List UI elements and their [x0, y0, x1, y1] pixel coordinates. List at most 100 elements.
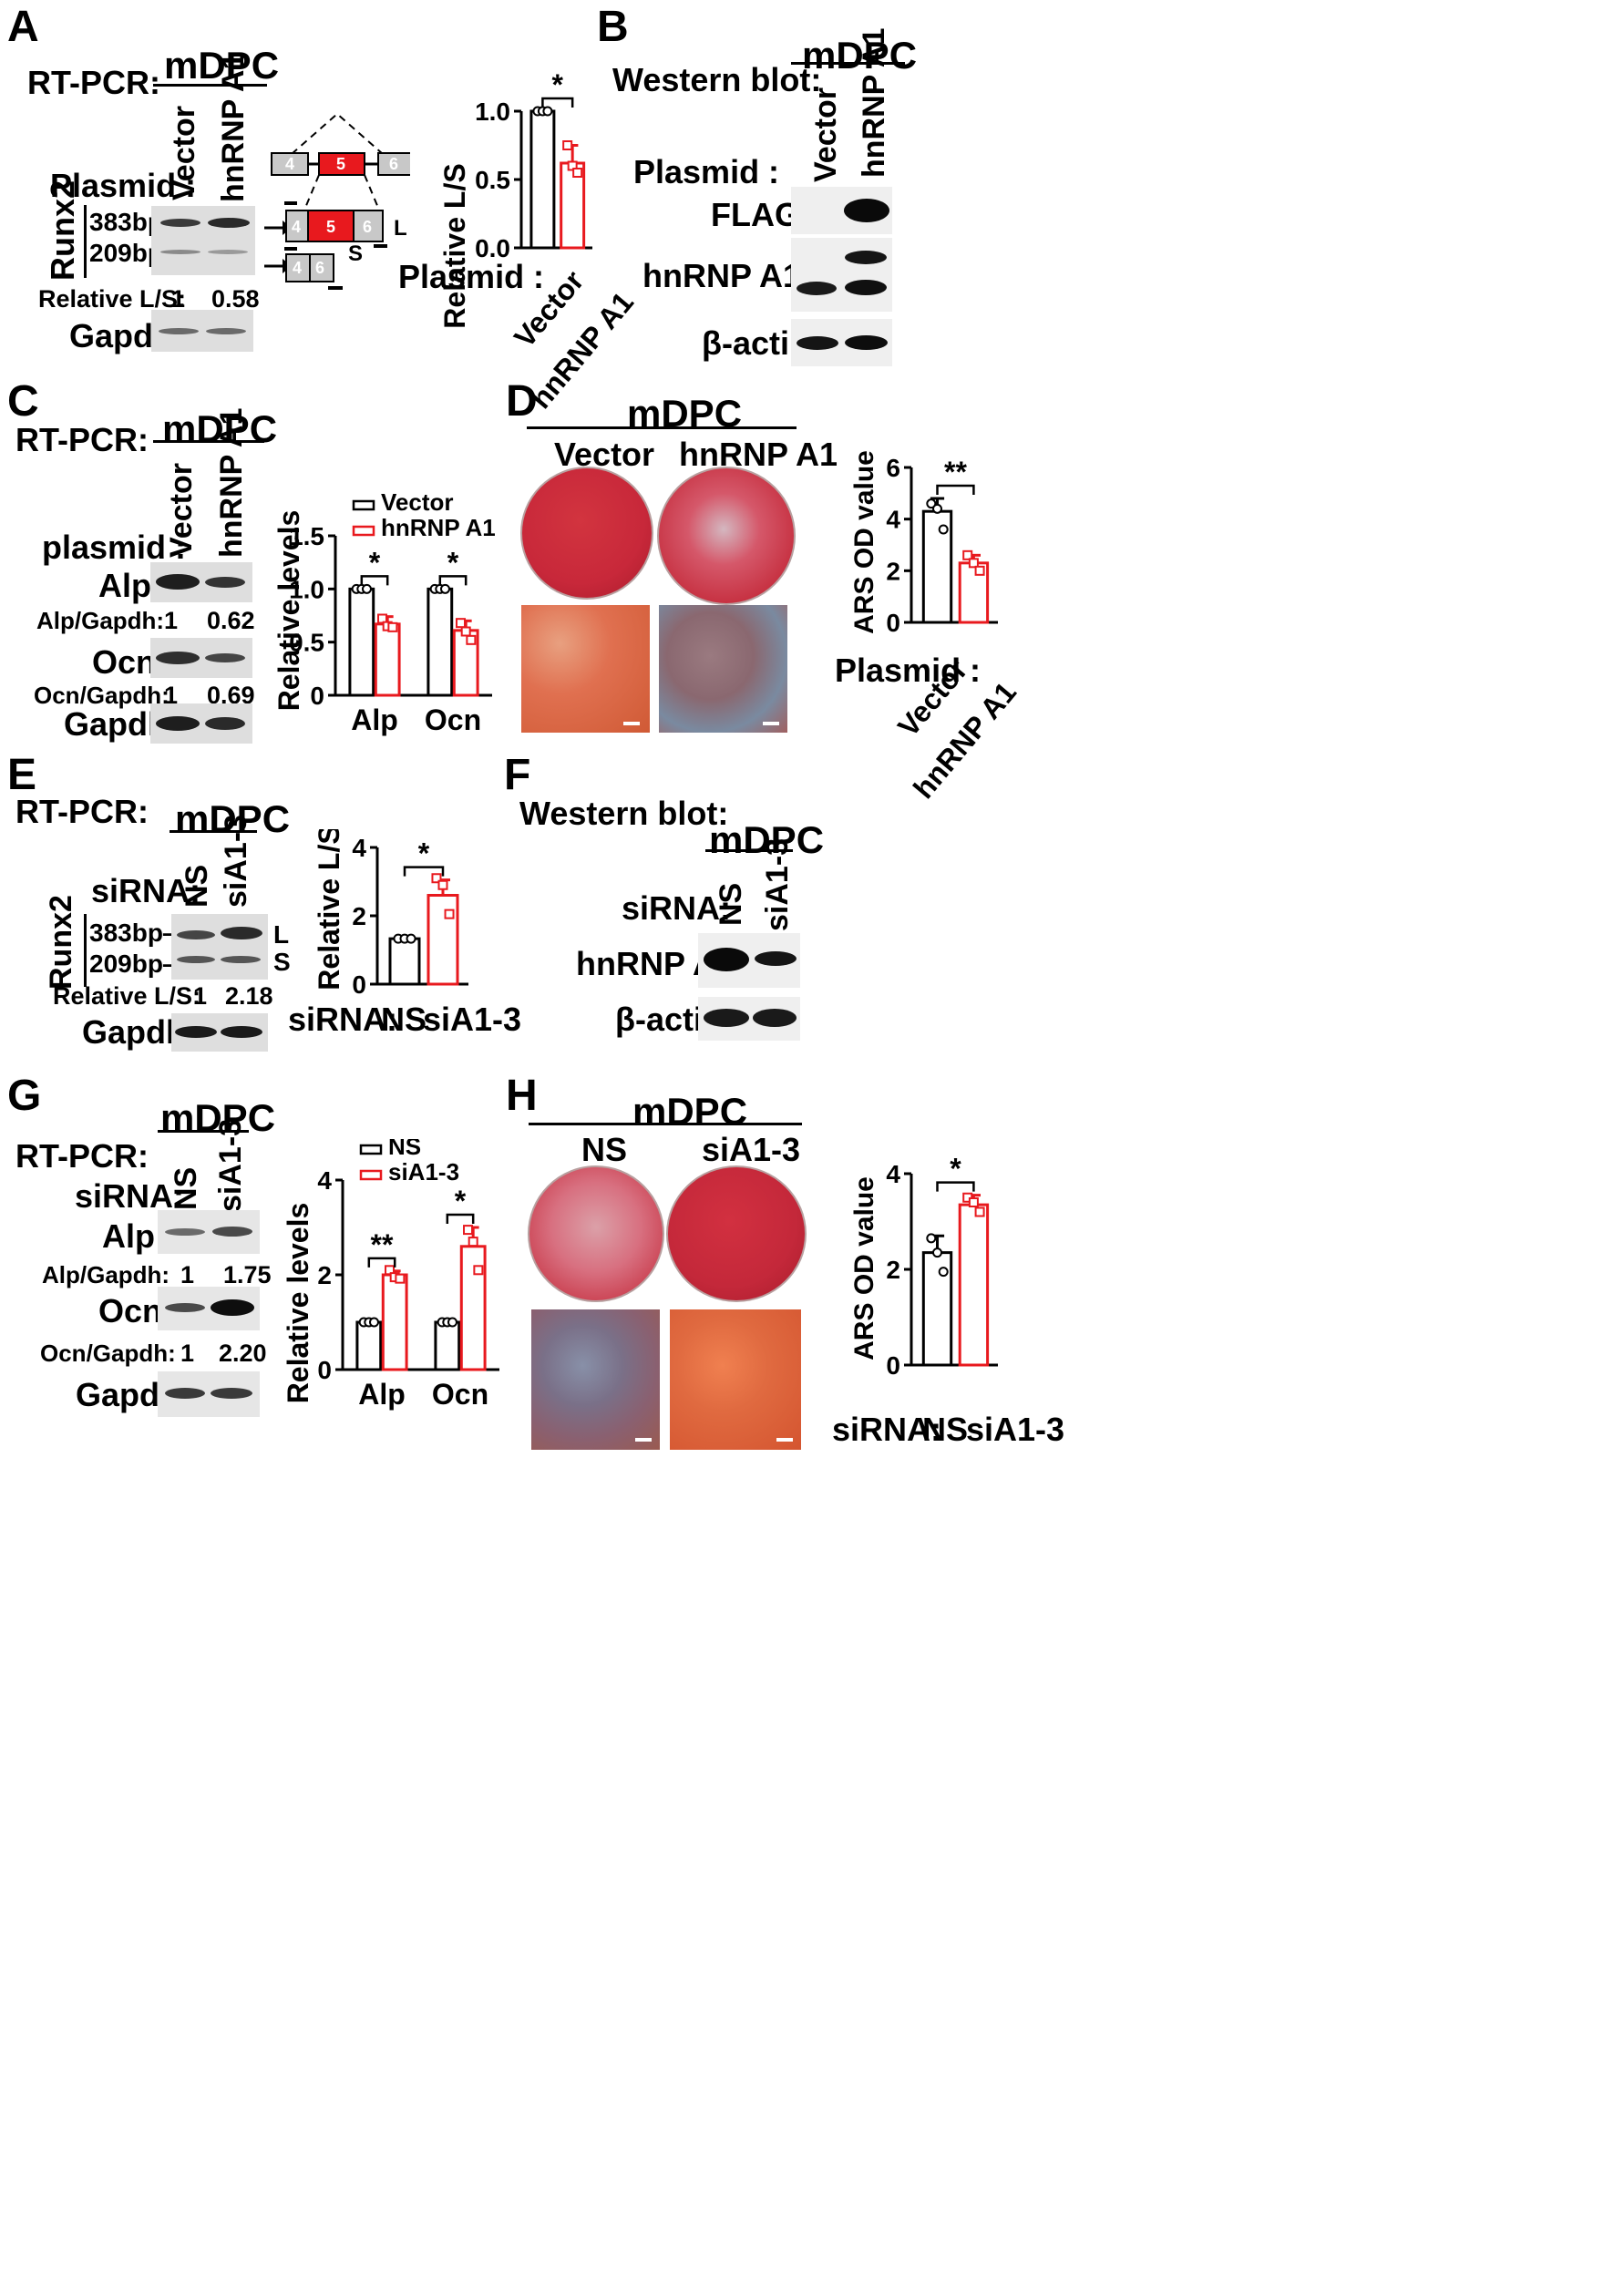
- ars-well-vector: [520, 467, 653, 600]
- significance-bracket: [360, 575, 389, 586]
- data-point: [460, 626, 471, 637]
- blot-flag: [791, 187, 892, 234]
- x-tick-label: Alp: [358, 1378, 406, 1411]
- row-label: Ocn: [92, 643, 157, 681]
- ratio-value: 1: [164, 682, 179, 709]
- bar: [459, 1245, 487, 1371]
- x-axis-condition: Plasmid :: [835, 652, 982, 689]
- significance-label: *: [950, 1153, 961, 1186]
- bar: [388, 937, 421, 986]
- y-tick-label: 2: [886, 557, 900, 585]
- data-point: [926, 498, 937, 509]
- significance-label: **: [944, 456, 967, 488]
- condition-label: Plasmid :: [50, 167, 197, 204]
- significance-bracket: [367, 1257, 396, 1268]
- x-tick-label: siA1-3: [966, 1411, 1065, 1448]
- cell-underline: [705, 849, 793, 852]
- data-point: [463, 1225, 474, 1236]
- significance-label: *: [418, 837, 430, 870]
- legend-swatch: [359, 1169, 383, 1181]
- cell-underline: [158, 1130, 249, 1133]
- chart-h: ARS OD value 024*: [849, 1153, 998, 1380]
- x-tick-label: NS: [922, 1411, 969, 1448]
- y-tick-label: 6: [886, 454, 900, 482]
- method-label: Western blot:: [519, 795, 729, 832]
- data-point: [962, 549, 973, 560]
- row-label: hnRNP A1: [642, 257, 802, 294]
- method-label: RT-PCR:: [15, 1137, 149, 1175]
- gel-ocn: [150, 638, 252, 678]
- y-axis-label: Relative levels: [282, 1203, 314, 1404]
- condition-label: plasmid :: [42, 529, 187, 566]
- data-point: [932, 1247, 942, 1258]
- bar: [348, 587, 375, 697]
- cell-label: mDPC: [632, 1090, 748, 1133]
- significance-bracket: [541, 97, 574, 108]
- micrograph-ns: [531, 1309, 660, 1450]
- micrograph-sia1-3: [670, 1309, 801, 1450]
- lane-label: siA1-3: [219, 814, 253, 908]
- significance-label: *: [552, 68, 564, 101]
- data-point: [974, 565, 985, 576]
- significance-bracket: [403, 866, 445, 877]
- method-label: RT-PCR:: [15, 421, 149, 458]
- ratio-value: 1: [180, 1261, 195, 1288]
- cell-underline: [791, 62, 905, 65]
- data-point: [938, 524, 949, 535]
- data-point: [406, 933, 416, 944]
- lane-label: hnRNP A1: [214, 407, 249, 558]
- blot-actin: [791, 319, 892, 366]
- gel-gapdh: [151, 310, 253, 352]
- significance-bracket: [438, 575, 468, 586]
- y-tick-label: 4: [352, 834, 366, 862]
- legend-label: Vector: [381, 492, 454, 516]
- significance-label: *: [369, 546, 381, 579]
- legend-label: siA1-3: [388, 1158, 459, 1186]
- data-point: [938, 1267, 949, 1278]
- condition-label: siRNA:: [622, 889, 732, 927]
- condition-label: siRNA:: [75, 1177, 185, 1215]
- data-point: [968, 1197, 979, 1207]
- ratio-label: Alp/Gapdh:: [42, 1261, 170, 1288]
- x-tick-label: Ocn: [432, 1378, 488, 1411]
- ratio-value: 1: [164, 607, 179, 634]
- significance-label: *: [447, 546, 459, 579]
- y-tick-label: 4: [886, 506, 900, 534]
- gel-gapdh: [158, 1371, 260, 1417]
- data-point: [542, 106, 553, 117]
- chart-e: Relative L/S 024*: [313, 829, 468, 999]
- significance-bracket: [446, 1213, 475, 1224]
- legend-swatch: [359, 1144, 383, 1155]
- row-label: FLAG: [711, 196, 800, 233]
- y-axis-label: Relative L/S: [313, 829, 345, 991]
- lane-label: hnRNP A1: [679, 436, 838, 473]
- data-point: [368, 1317, 379, 1328]
- lane-label: Vector: [554, 436, 655, 473]
- lane-label: siA1-3: [760, 837, 795, 931]
- gel-alp: [150, 562, 252, 602]
- x-axis-condition: siRNA:: [832, 1411, 942, 1448]
- y-tick-label: 0: [310, 682, 324, 710]
- exon-label: 6: [315, 259, 324, 277]
- y-tick-label: 4: [317, 1166, 332, 1195]
- significance-bracket: [936, 1181, 975, 1192]
- ratio-value: 1: [193, 982, 208, 1010]
- ars-well-ns: [528, 1165, 664, 1302]
- ratio-value: 0.62: [207, 607, 255, 634]
- y-tick-label: 1.0: [289, 575, 324, 603]
- data-point: [968, 558, 979, 569]
- isoform-label: S: [273, 948, 291, 976]
- gel-runx2: [171, 914, 268, 980]
- ratio-label: Alp/Gapdh:: [36, 607, 165, 634]
- data-point: [562, 140, 573, 150]
- bar: [374, 622, 401, 697]
- lane-label: NS: [581, 1131, 628, 1168]
- exon-label: 4: [293, 259, 302, 277]
- panel-letter-d: D: [506, 377, 538, 426]
- gene-label: Runx2: [44, 895, 78, 990]
- data-point: [444, 909, 455, 919]
- ratio-value: 2.18: [225, 982, 273, 1010]
- data-point: [447, 1317, 457, 1328]
- ratio-label: Ocn/Gapdh:: [40, 1340, 176, 1367]
